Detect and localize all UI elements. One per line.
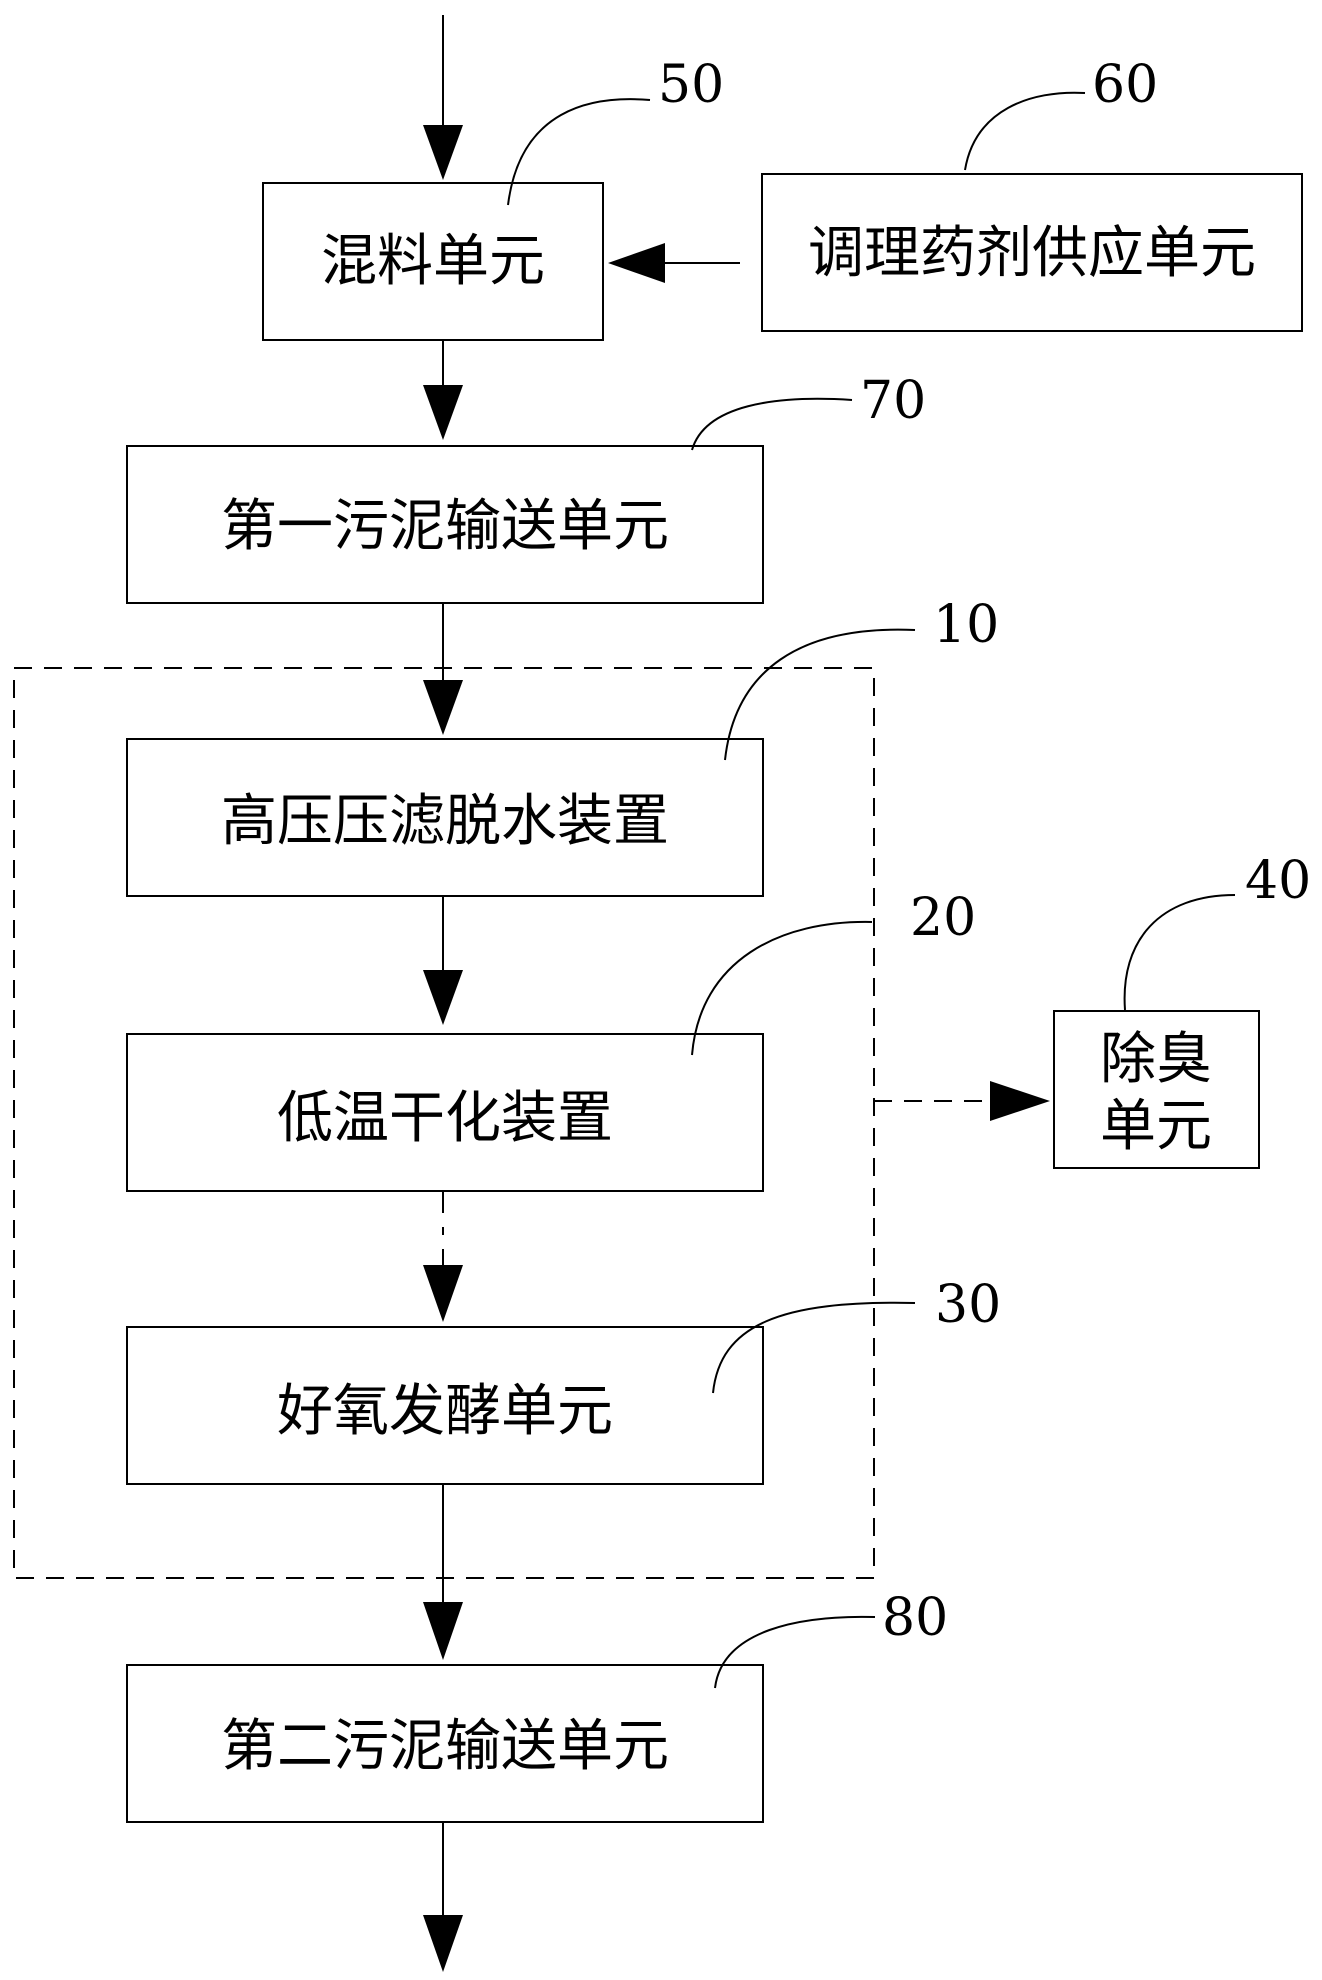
- outlet-arrowhead: [423, 1915, 463, 1972]
- second-conveyor-leader-line: [714, 1615, 876, 1689]
- filter-press-ref-number: 10: [933, 595, 999, 655]
- aerobic-to-conveyor2-arrowhead: [423, 1602, 463, 1660]
- second-conveyor-label: 第二污泥输送单元: [221, 1714, 669, 1779]
- dryer-ref-number: 20: [910, 888, 976, 948]
- filter-press-leader-line: [724, 628, 916, 761]
- agent-supply-ref-number: 60: [1092, 55, 1158, 115]
- first-conveyor-box: [126, 445, 764, 604]
- deodorize-label-line1: 除臭: [1100, 1027, 1212, 1092]
- deodorize-leader-line: [1123, 894, 1236, 1011]
- press-to-dryer-arrowhead: [423, 970, 463, 1025]
- aerobic-ref-number: 30: [935, 1275, 1001, 1335]
- deodorize-ref-number: 40: [1245, 851, 1311, 911]
- second-conveyor-ref-number: 80: [882, 1588, 948, 1648]
- first-conveyor-label: 第一污泥输送单元: [221, 494, 669, 559]
- agent-supply-box: [761, 173, 1303, 332]
- mixing-to-conveyor1-arrowhead: [423, 385, 463, 440]
- agent-supply-leader-line: [964, 91, 1086, 171]
- aerobic-leader-line: [712, 1301, 916, 1394]
- aerobic-label: 好氧发酵单元: [277, 1379, 613, 1444]
- agent-supply-label: 调理药剂供应单元: [808, 221, 1256, 286]
- filter-press-label: 高压压滤脱水装置: [221, 789, 669, 854]
- first-conveyor-ref-number: 70: [860, 371, 926, 431]
- exhaust-arrowhead: [990, 1081, 1050, 1121]
- deodorize-box: [1053, 1010, 1260, 1169]
- dryer-to-aerobic-arrowhead: [423, 1265, 463, 1322]
- mixing-ref-number: 50: [658, 55, 724, 115]
- conveyor1-to-press-arrowhead: [423, 680, 463, 735]
- deodorize-label-line2: 单元: [1100, 1094, 1212, 1159]
- low-temp-dryer-label: 低温干化装置: [277, 1086, 613, 1151]
- first-conveyor-leader-line: [691, 397, 853, 451]
- mixing-unit-label: 混料单元: [321, 229, 545, 294]
- agent-to-mixing-arrowhead: [608, 243, 665, 283]
- mixing-unit-box: [262, 182, 604, 341]
- second-conveyor-box: [126, 1664, 764, 1823]
- dryer-leader-line: [691, 920, 873, 1056]
- mixing-leader-line: [507, 98, 651, 206]
- aerobic-box: [126, 1326, 764, 1485]
- low-temp-dryer-box: [126, 1033, 764, 1192]
- filter-press-box: [126, 738, 764, 897]
- inlet-arrowhead: [423, 125, 463, 180]
